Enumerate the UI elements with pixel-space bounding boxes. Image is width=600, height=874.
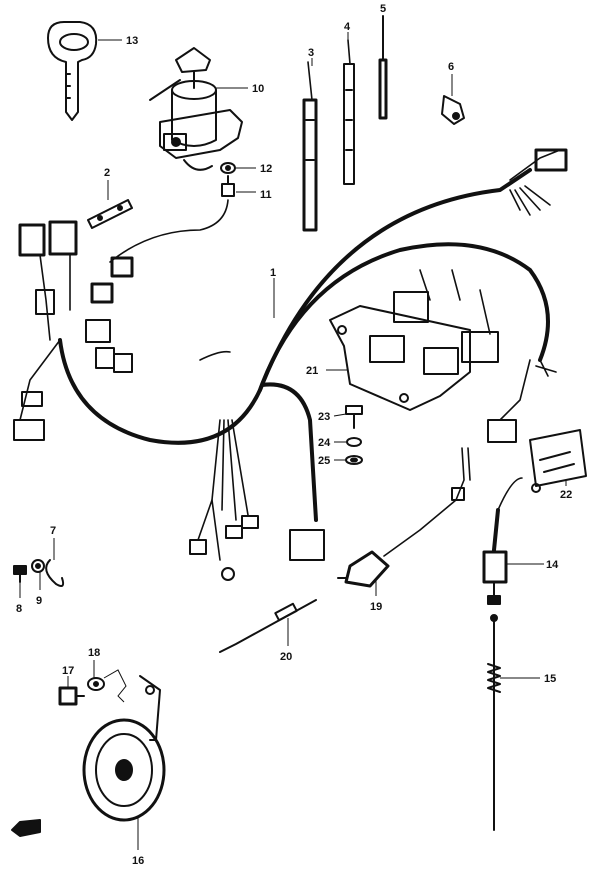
wire-clamp bbox=[45, 559, 65, 587]
callout-1: 1 bbox=[270, 267, 276, 279]
connector-terminal bbox=[221, 175, 235, 197]
ignition-switch bbox=[149, 47, 243, 171]
callout-12: 12 bbox=[260, 163, 272, 175]
bolt bbox=[345, 405, 363, 429]
relay-bracket-assembly bbox=[329, 269, 499, 411]
callout-17: 17 bbox=[62, 665, 74, 677]
flat-washer bbox=[345, 455, 363, 465]
callout-4: 4 bbox=[344, 21, 351, 33]
callout-6: 6 bbox=[448, 61, 454, 73]
callout-19: 19 bbox=[370, 601, 382, 613]
callout-7: 7 bbox=[50, 525, 56, 537]
callout-10: 10 bbox=[252, 83, 264, 95]
cable-clamp bbox=[441, 95, 465, 125]
callout-11: 11 bbox=[260, 189, 272, 201]
leader-23 bbox=[333, 413, 347, 417]
callout-18: 18 bbox=[88, 647, 100, 659]
wire-guide-rod bbox=[219, 599, 317, 653]
callout-15: 15 bbox=[544, 673, 556, 685]
callout-9: 9 bbox=[36, 595, 42, 607]
callout-22: 22 bbox=[560, 489, 572, 501]
harness-band-3 bbox=[302, 61, 318, 232]
clamp-screw bbox=[13, 565, 27, 583]
harness-band-5 bbox=[378, 15, 388, 120]
ignition-key bbox=[47, 21, 98, 121]
callout-13: 13 bbox=[126, 35, 138, 47]
relay-plate bbox=[529, 429, 587, 493]
callout-21: 21 bbox=[306, 365, 318, 377]
brake-switch-spring bbox=[487, 614, 501, 831]
callout-25: 25 bbox=[318, 455, 330, 467]
callout-20: 20 bbox=[280, 651, 292, 663]
horn-washer bbox=[87, 677, 105, 691]
callout-8: 8 bbox=[16, 603, 22, 615]
callout-5: 5 bbox=[380, 3, 386, 15]
callout-16: 16 bbox=[132, 855, 144, 867]
callout-14: 14 bbox=[546, 559, 559, 571]
neutral-switch-lead bbox=[337, 447, 471, 588]
grommet bbox=[220, 162, 236, 174]
lock-washer bbox=[346, 437, 362, 447]
callout-23: 23 bbox=[318, 411, 330, 423]
horn-bolt bbox=[58, 686, 85, 706]
front-arrow-icon bbox=[11, 819, 41, 837]
harness-band-4 bbox=[343, 39, 355, 185]
callout-3: 3 bbox=[308, 47, 314, 59]
harness-bracket bbox=[87, 199, 133, 229]
clamp-washer bbox=[31, 559, 45, 573]
main-wiring-harness bbox=[13, 148, 568, 581]
callout-2: 2 bbox=[104, 167, 110, 179]
horn bbox=[82, 675, 166, 822]
callout-24: 24 bbox=[318, 437, 331, 449]
rear-brake-light-switch bbox=[482, 477, 523, 605]
